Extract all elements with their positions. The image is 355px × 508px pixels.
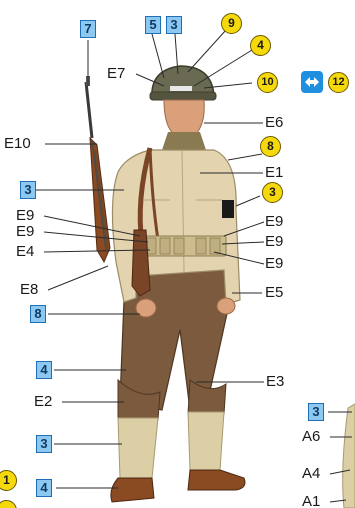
label-e9-right-2: E9: [265, 234, 283, 250]
marker-box-3-side: 3: [20, 181, 36, 199]
marker-box-4-lower: 4: [36, 479, 52, 497]
helmet-icon: [150, 66, 216, 100]
label-a6: A6: [302, 429, 320, 445]
right-boot: [188, 470, 245, 490]
label-e9-left-1: E9: [16, 208, 34, 224]
second-figure-edge: [343, 404, 355, 508]
label-e9-left-2: E9: [16, 224, 34, 240]
marker-box-5: 5: [145, 16, 161, 34]
label-e7: E7: [107, 66, 125, 82]
label-e6: E6: [265, 115, 283, 131]
label-e3: E3: [266, 374, 284, 390]
marker-box-4-upper: 4: [36, 361, 52, 379]
left-gaiter: [118, 418, 158, 478]
label-a1: A1: [302, 494, 320, 508]
label-e5: E5: [265, 285, 283, 301]
callout-circle-4: 4: [250, 35, 271, 56]
callout-circle-10: 10: [257, 72, 278, 93]
callout-circle-12: 12: [328, 72, 349, 93]
swap-arrows-icon: [301, 71, 323, 93]
armband: [222, 200, 234, 218]
marker-box-3-lower: 3: [36, 435, 52, 453]
marker-box-3-right: 3: [308, 403, 324, 421]
callout-circle-9: 9: [221, 13, 242, 34]
marker-box-7: 7: [80, 20, 96, 38]
label-e9-right-1: E9: [265, 214, 283, 230]
label-e2: E2: [34, 394, 52, 410]
right-hand: [217, 298, 235, 314]
label-e10: E10: [4, 136, 31, 152]
label-e8: E8: [20, 282, 38, 298]
callout-circle-8: 8: [260, 136, 281, 157]
face: [164, 100, 204, 136]
marker-box-8: 8: [30, 305, 46, 323]
label-e4: E4: [16, 244, 34, 260]
left-boot: [111, 478, 154, 502]
cartridge-belt: [140, 236, 226, 256]
neck-scarf: [162, 132, 206, 150]
marker-box-3-top: 3: [166, 16, 182, 34]
callout-circle-3: 3: [262, 182, 283, 203]
label-e9-right-3: E9: [265, 256, 283, 272]
label-e1: E1: [265, 165, 283, 181]
right-gaiter: [188, 412, 224, 470]
label-a4: A4: [302, 466, 320, 482]
